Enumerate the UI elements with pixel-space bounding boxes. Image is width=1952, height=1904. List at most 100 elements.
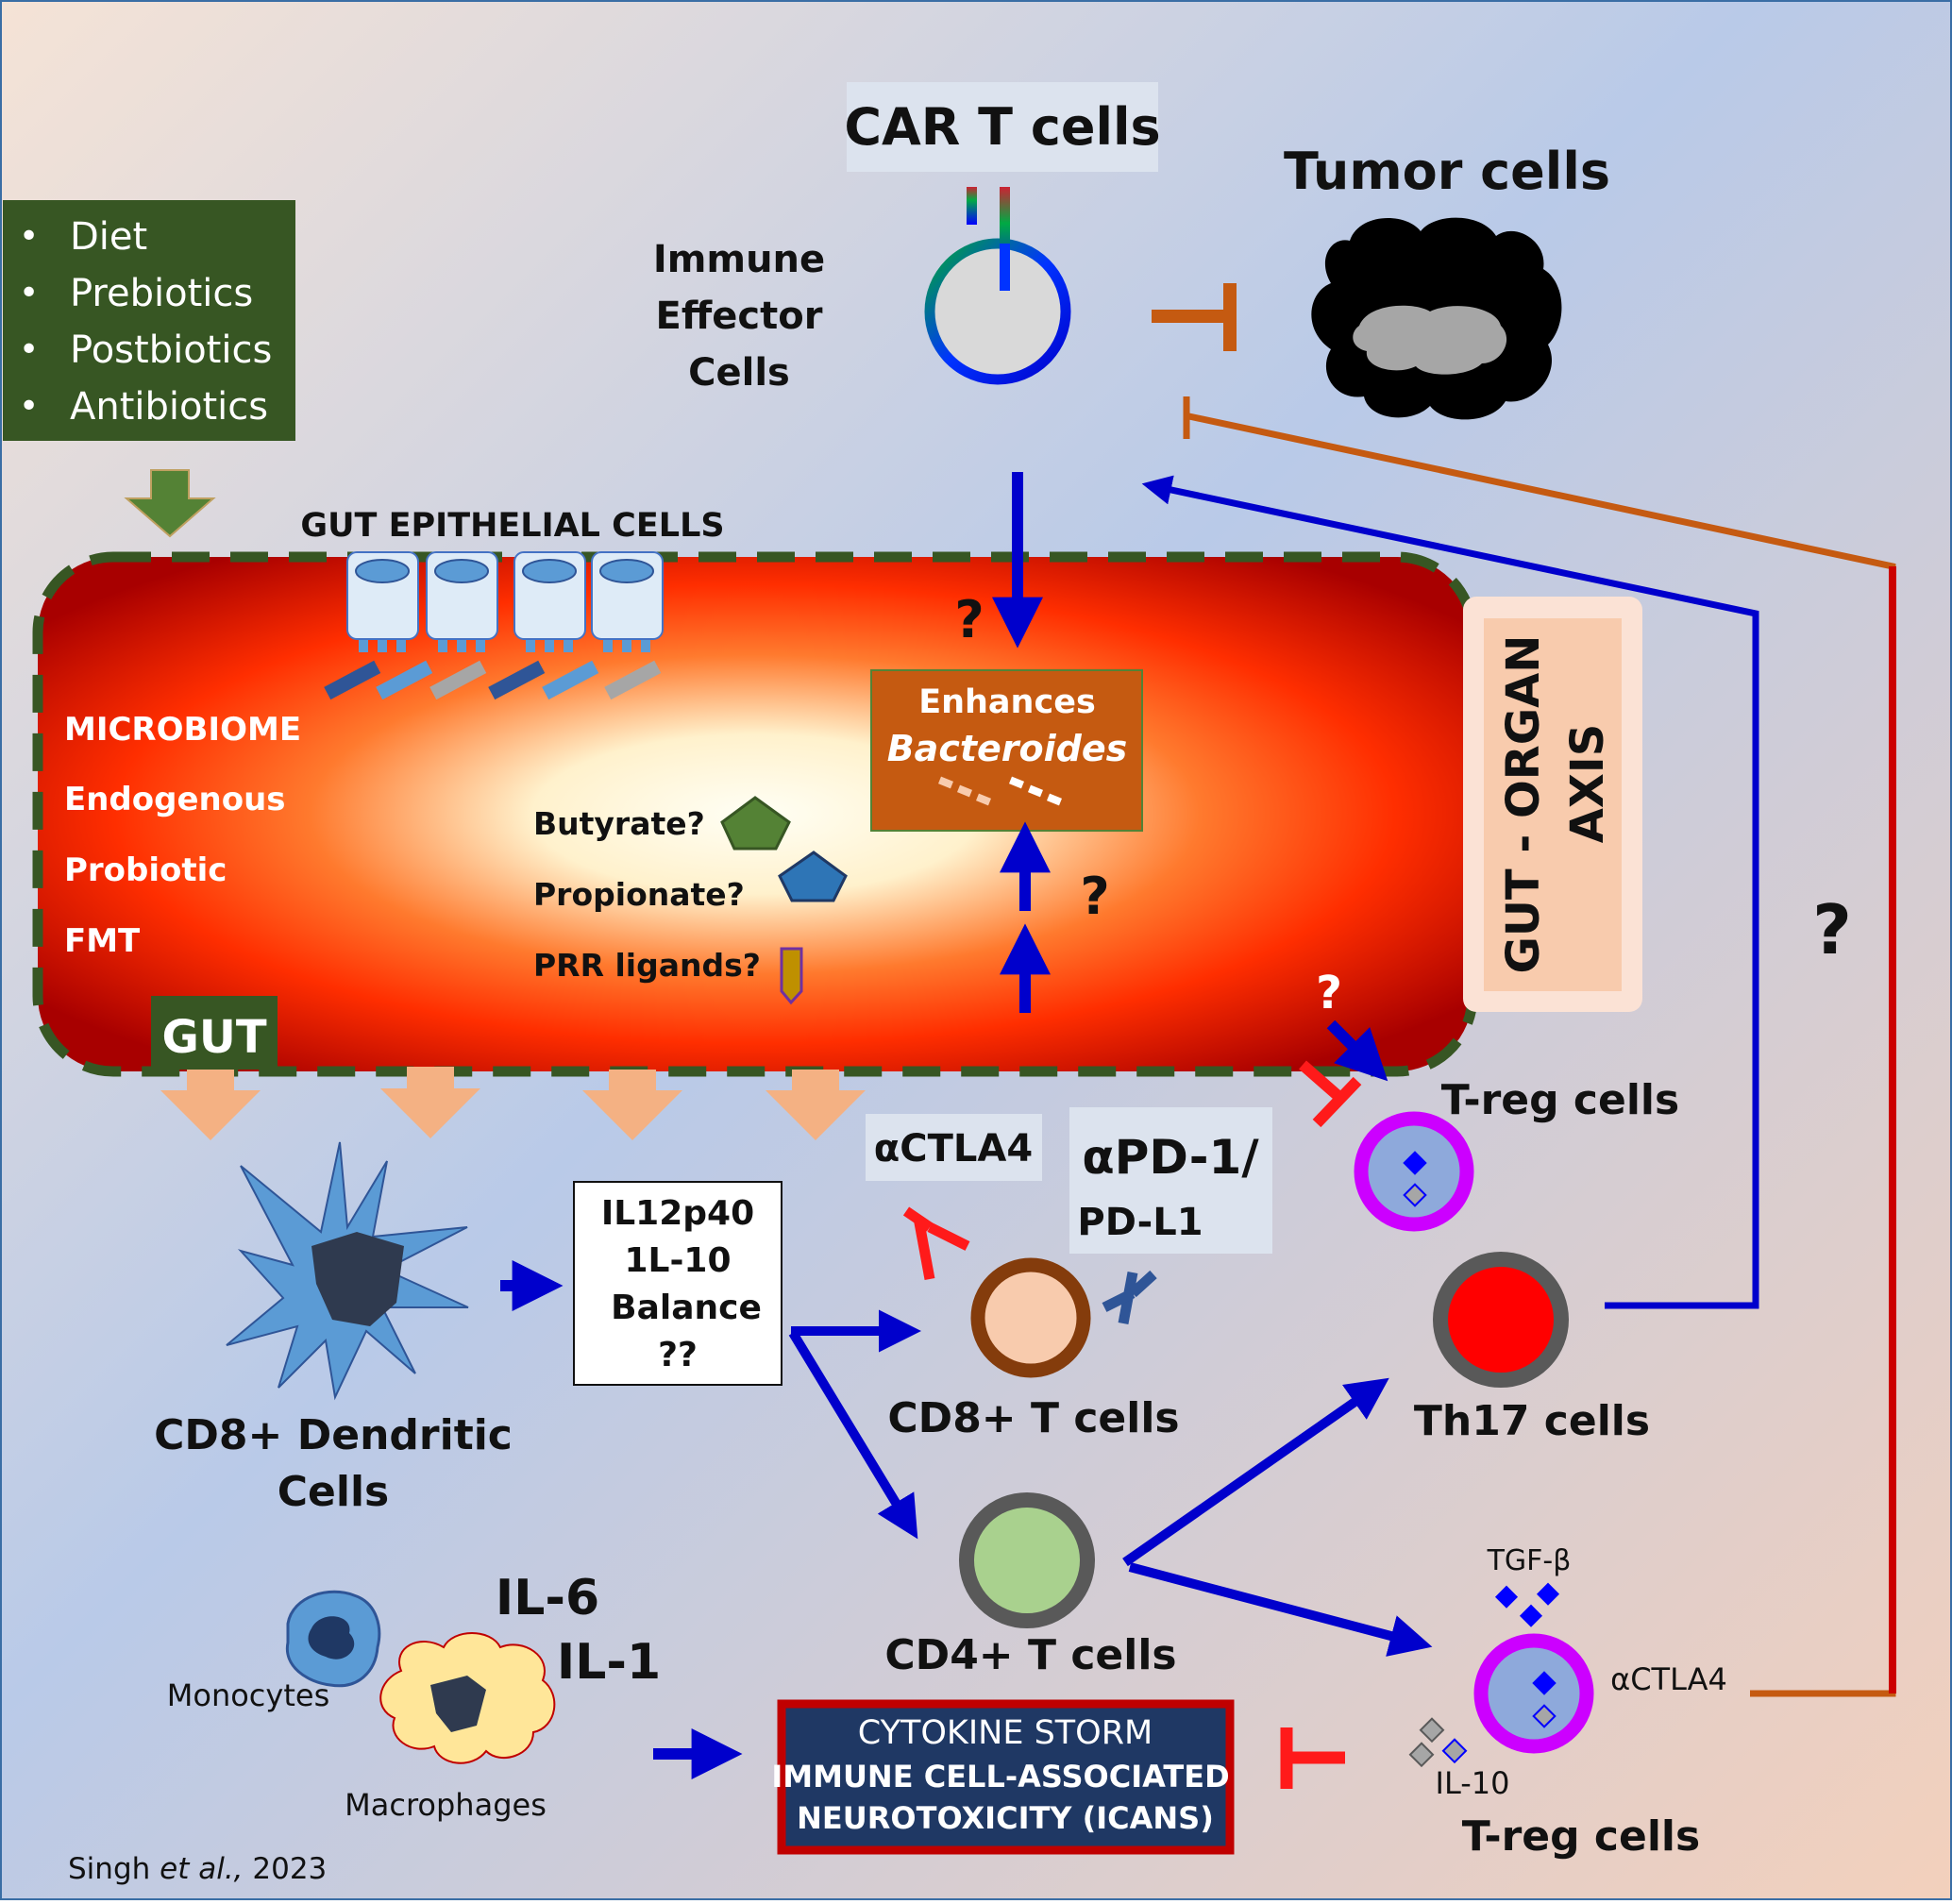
cytokine-storm-title: CYTOKINE STORM [858, 1714, 1153, 1752]
bullet: • [19, 387, 39, 426]
il12p40-label: IL12p40 [601, 1194, 754, 1233]
cytokine-storm-box: CYTOKINE STORM IMMUNE CELL-ASSOCIATED NE… [771, 1699, 1235, 1855]
bullet: • [19, 330, 39, 369]
car-t-inhibits-tumor [1152, 283, 1237, 351]
actla4-right-label: αCTLA4 [1610, 1661, 1727, 1697]
il6-label: IL-6 [496, 1570, 599, 1626]
treg-cell-bottom [1473, 1633, 1594, 1754]
citation-etal: et al., [160, 1852, 243, 1886]
th17-label: Th17 cells [1414, 1397, 1650, 1445]
epithelial-label: GUT EPITHELIAL CELLS [300, 507, 724, 545]
axis-label-line-1: GUT - ORGAN [1497, 635, 1550, 974]
pd1-antibody [1102, 1270, 1157, 1325]
fmt-label: FMT [64, 922, 141, 960]
citation-author: Singh [68, 1852, 160, 1886]
bullet: • [19, 274, 39, 312]
citation-year: 2023 [244, 1852, 328, 1886]
endogenous-label: Endogenous [64, 781, 286, 818]
monocyte-cell [285, 1590, 381, 1688]
microbiome-label: MICROBIOME [64, 711, 301, 749]
balance-arrows [788, 1309, 921, 1540]
treg-top-label: T-reg cells [1441, 1076, 1679, 1124]
propionate-label: Propionate? [533, 876, 745, 913]
postbiotics-item: Postbiotics [70, 329, 272, 372]
treg-bottom-label: T-reg cells [1462, 1812, 1700, 1861]
tumor-label: Tumor cells [1284, 142, 1610, 201]
tgf-beta-label: TGF-β [1487, 1544, 1572, 1577]
diet-item: Diet [70, 215, 147, 259]
th17-cell [1433, 1252, 1569, 1388]
ctla4-box [866, 1114, 1042, 1181]
il10-box-label: 1L-10 [624, 1241, 731, 1280]
propionate-pentagon [778, 851, 848, 902]
gut-label: GUT [161, 1011, 266, 1064]
prr-ligand-shape [780, 947, 803, 1005]
pdl1-label: PD-L1 [1077, 1201, 1203, 1244]
pd1-label: αPD-1/ [1082, 1130, 1259, 1185]
effector-line-1: Immune [653, 238, 825, 281]
tgf-beta-diamonds [1494, 1582, 1560, 1627]
car-t-title: CAR T cells [844, 97, 1160, 157]
gut-label-box [151, 996, 278, 1070]
gut-inhibits-treg [1299, 1060, 1362, 1128]
question-mark-right: ? [1812, 890, 1852, 969]
question-mark: ? [1080, 867, 1109, 926]
il1-label: IL-1 [557, 1634, 661, 1691]
diet-down-arrow [124, 469, 216, 538]
diet-box: • • • • Diet Prebiotics Postbiotics Anti… [3, 200, 295, 441]
bullet: • [19, 217, 39, 256]
butyrate-pentagon [720, 796, 791, 851]
effector-line-2: Effector [656, 295, 823, 338]
icans-line-1: IMMUNE CELL-ASSOCIATED [771, 1759, 1229, 1794]
car-t-title-box [847, 82, 1158, 172]
balance-label: Balance [611, 1289, 762, 1327]
dendritic-label-line-2: Cells [278, 1468, 390, 1516]
epithelial-cells [346, 551, 664, 652]
citation: Singh et al., 2023 [68, 1852, 327, 1886]
car-t-cell [924, 187, 1071, 385]
monocytes-label: Monocytes [167, 1677, 329, 1713]
axis-label-line-2: AXIS [1561, 724, 1614, 844]
bacteroides-label: Bacteroides [887, 728, 1128, 769]
il10-label: IL-10 [1436, 1765, 1510, 1801]
treg-inhibits-cytokine [1280, 1727, 1345, 1789]
dendritic-label-line-1: CD8+ Dendritic [154, 1411, 513, 1459]
double-question-label: ?? [658, 1336, 698, 1374]
bacteria-rods [324, 660, 662, 700]
icans-line-2: NEUROTOXICITY (ICANS) [797, 1800, 1214, 1836]
antibiotics-item: Antibiotics [70, 385, 268, 429]
macrophages-label: Macrophages [345, 1787, 547, 1823]
cd4-label: CD4+ T cells [884, 1631, 1176, 1679]
dendritic-cell [226, 1141, 469, 1401]
macrophage-cell [379, 1632, 556, 1764]
effector-line-3: Cells [688, 351, 790, 395]
gut-to-treg-arrow [1326, 1019, 1388, 1082]
enhances-label: Enhances [918, 683, 1096, 721]
cd4-t-cell [959, 1492, 1095, 1628]
bacteroides-box: Enhances Bacteroides [870, 669, 1143, 832]
effector-label: Immune Effector Cells [653, 238, 825, 395]
pd1-box [1069, 1107, 1272, 1254]
ctla4-label: αCTLA4 [874, 1127, 1033, 1171]
il10-diamonds [1408, 1717, 1468, 1768]
cd8-label: CD8+ T cells [887, 1394, 1179, 1442]
prebiotics-item: Prebiotics [70, 272, 253, 315]
probiotic-label: Probiotic [64, 851, 227, 889]
ctla4-antibody [902, 1206, 970, 1280]
gut-output-arrows [160, 1067, 866, 1140]
gut-organ-axis-box: GUT - ORGAN AXIS [1463, 597, 1642, 1012]
microbiome-list: MICROBIOME Endogenous Probiotic FMT [64, 711, 301, 960]
th17-feedback-arrow [1141, 475, 1759, 1309]
balance-box: IL12p40 1L-10 Balance ?? [573, 1181, 782, 1386]
treg-cell-top [1354, 1111, 1474, 1232]
tumor-cell [1311, 217, 1562, 420]
question-mark-white: ? [1316, 967, 1342, 1019]
butyrate-label: Butyrate? [533, 805, 705, 842]
cd4-differentiation-arrows [1122, 1377, 1433, 1657]
metabolites: Butyrate? Propionate? PRR ligands? [533, 796, 848, 1005]
question-mark: ? [954, 590, 984, 649]
cd8-t-cell [970, 1257, 1091, 1378]
